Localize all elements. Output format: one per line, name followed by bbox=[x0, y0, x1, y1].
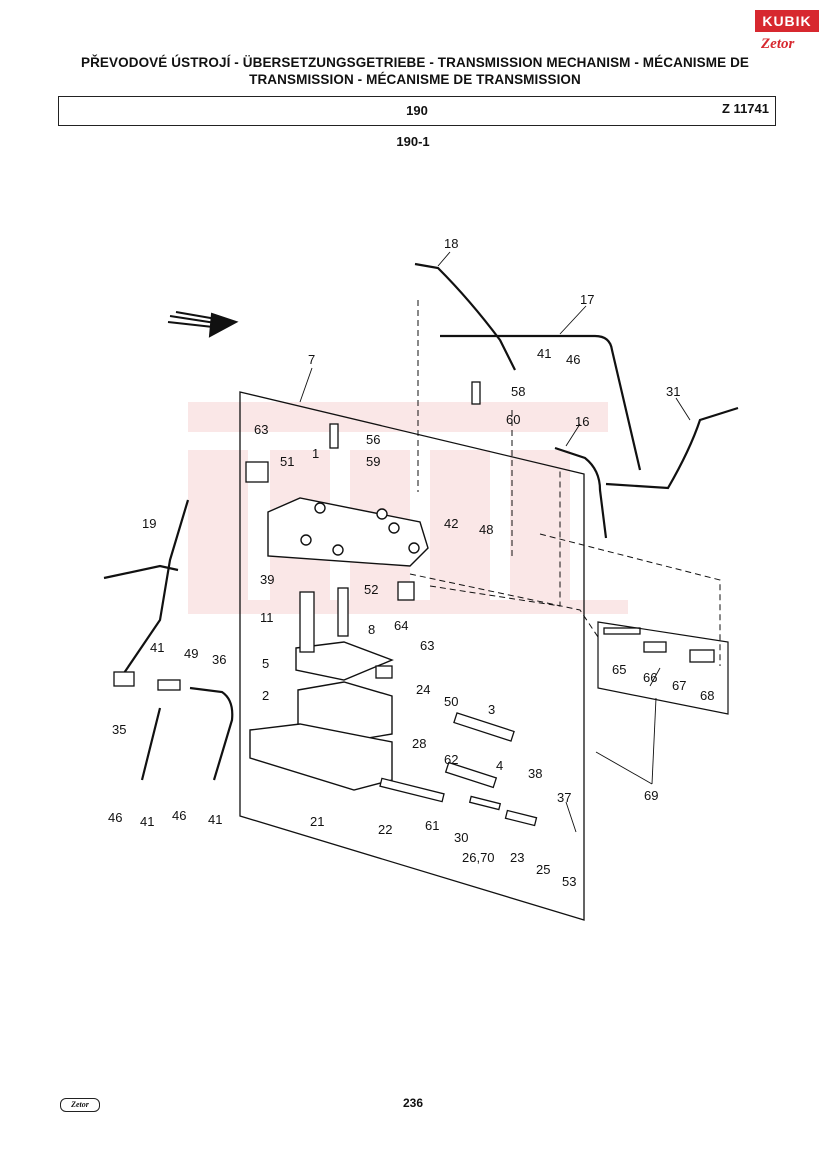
callout-49: 49 bbox=[184, 646, 198, 661]
callout-52: 52 bbox=[364, 582, 378, 597]
callout-50: 50 bbox=[444, 694, 458, 709]
callout-19: 19 bbox=[142, 516, 156, 531]
callout-64: 64 bbox=[394, 618, 408, 633]
callout-17: 17 bbox=[580, 292, 594, 307]
callout-62: 62 bbox=[444, 752, 458, 767]
callout-30: 30 bbox=[454, 830, 468, 845]
callout-66: 66 bbox=[643, 670, 657, 685]
callout-8: 8 bbox=[368, 622, 375, 637]
callout-23: 23 bbox=[510, 850, 524, 865]
dashed-guides bbox=[409, 300, 721, 666]
drawing-number: Z 11741 bbox=[722, 101, 769, 116]
callout-16: 16 bbox=[575, 414, 589, 429]
callout-2: 2 bbox=[262, 688, 269, 703]
callout-63a: 63 bbox=[254, 422, 268, 437]
callout-65: 65 bbox=[612, 662, 626, 677]
callout-24: 24 bbox=[416, 682, 430, 697]
callout-68: 68 bbox=[700, 688, 714, 703]
callout-18: 18 bbox=[444, 236, 458, 251]
plates bbox=[249, 641, 394, 791]
callout-1: 1 bbox=[312, 446, 319, 461]
callout-60: 60 bbox=[506, 412, 520, 427]
callout-28: 28 bbox=[412, 736, 426, 751]
direction-arrow-icon bbox=[167, 311, 239, 338]
callout-67: 67 bbox=[672, 678, 686, 693]
callout-36: 36 bbox=[212, 652, 226, 667]
callout-5: 5 bbox=[262, 656, 269, 671]
section-header: 190 Z 11741 bbox=[58, 96, 776, 126]
callout-41d: 41 bbox=[208, 812, 222, 827]
callout-41: 41 bbox=[537, 346, 551, 361]
callout-51: 51 bbox=[280, 454, 294, 469]
callout-22: 22 bbox=[378, 822, 392, 837]
logo-kubik: KUBIK bbox=[755, 10, 819, 32]
footer-logo: Zetor bbox=[60, 1098, 100, 1112]
callout-46b: 46 bbox=[108, 810, 122, 825]
title-line-2: TRANSMISSION - MÉCANISME DE TRANSMISSION bbox=[249, 72, 581, 87]
callouts: 18 17 41 46 58 60 31 16 7 1 56 59 63 51 … bbox=[108, 236, 714, 889]
callout-7: 7 bbox=[308, 352, 315, 367]
callout-69: 69 bbox=[644, 788, 658, 803]
callout-48: 48 bbox=[479, 522, 493, 537]
callout-31: 31 bbox=[666, 384, 680, 399]
small-parts bbox=[113, 381, 715, 827]
callout-37: 37 bbox=[557, 790, 571, 805]
page-number: 236 bbox=[402, 1096, 424, 1110]
leader-lines bbox=[299, 251, 691, 833]
page-title: PŘEVODOVÉ ÚSTROJÍ - ÜBERSETZUNGSGETRIEBE… bbox=[60, 54, 770, 88]
callout-41c: 41 bbox=[140, 814, 154, 829]
callout-58: 58 bbox=[511, 384, 525, 399]
title-line-1: PŘEVODOVÉ ÚSTROJÍ - ÜBERSETZUNGSGETRIEBE… bbox=[80, 55, 750, 70]
callout-61: 61 bbox=[425, 818, 439, 833]
callout-56: 56 bbox=[366, 432, 380, 447]
callout-59: 59 bbox=[366, 454, 380, 469]
pipes bbox=[103, 262, 739, 781]
callout-25: 25 bbox=[536, 862, 550, 877]
callout-42: 42 bbox=[444, 516, 458, 531]
callout-4: 4 bbox=[496, 758, 503, 773]
callout-38: 38 bbox=[528, 766, 542, 781]
callout-21: 21 bbox=[310, 814, 324, 829]
callout-3: 3 bbox=[488, 702, 495, 717]
logo-zetor: Zetor bbox=[761, 36, 795, 52]
valve-housing bbox=[267, 497, 429, 567]
section-number: 190 bbox=[406, 103, 428, 118]
callout-46c: 46 bbox=[172, 808, 186, 823]
callout-46: 46 bbox=[566, 352, 580, 367]
callout-35: 35 bbox=[112, 722, 126, 737]
callout-26-70: 26,70 bbox=[462, 850, 495, 865]
callout-11: 11 bbox=[260, 610, 274, 625]
callout-53: 53 bbox=[562, 874, 576, 889]
callout-39: 39 bbox=[260, 572, 274, 587]
callout-63b: 63 bbox=[420, 638, 434, 653]
assembly-panel bbox=[239, 391, 585, 921]
brand-logo: KUBIK Zetor bbox=[755, 10, 819, 62]
callout-41b: 41 bbox=[150, 640, 164, 655]
subfigure-label: 190-1 bbox=[396, 134, 430, 149]
sub-assembly-frame bbox=[597, 621, 729, 715]
